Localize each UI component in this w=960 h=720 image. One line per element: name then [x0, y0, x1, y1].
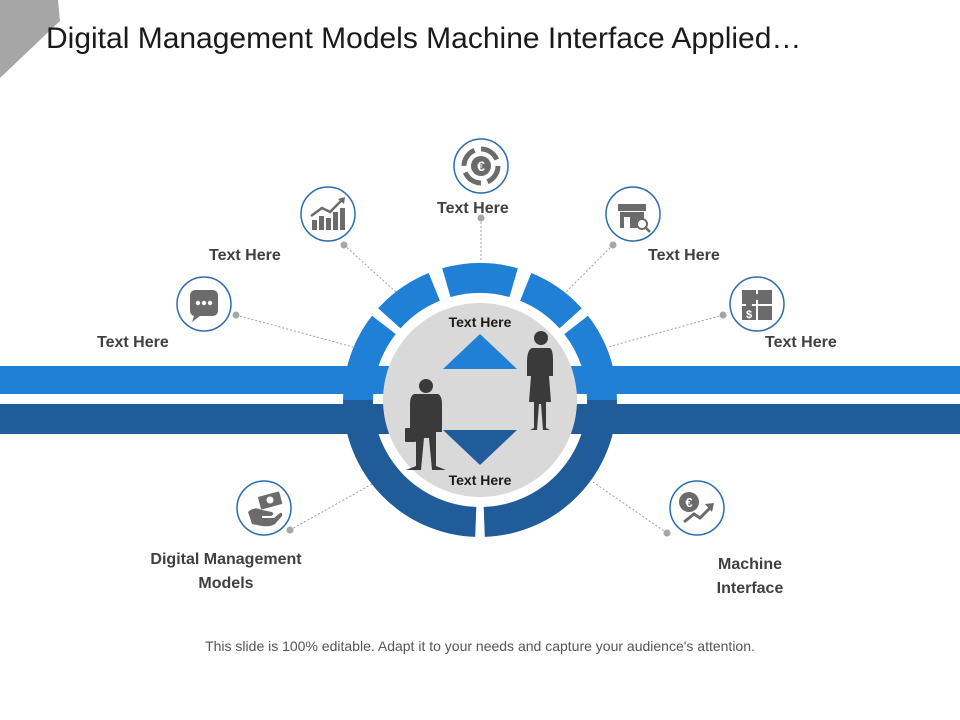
connector-line — [235, 314, 354, 348]
item-label-left: Text Here — [97, 334, 169, 351]
item-label-upper-right: Text Here — [648, 247, 720, 264]
puzzle-dollar-icon: $ — [729, 276, 785, 332]
page-title: Digital Management Models Machine Interf… — [46, 22, 802, 55]
ring-segment-bottom-left — [343, 400, 477, 537]
svg-text:€: € — [477, 158, 485, 174]
businessman-icon — [405, 379, 446, 470]
item-label-top: Text Here — [437, 200, 509, 217]
svg-text:€: € — [685, 495, 692, 510]
connector-dot — [719, 311, 727, 319]
item-label-digital-management-models: Digital Management Models — [150, 551, 302, 592]
ring-segment-top-left-outer — [564, 315, 617, 400]
shop-search-icon — [605, 186, 661, 242]
ring-segment-top-right — [378, 273, 440, 329]
corner-decoration — [0, 0, 82, 78]
ring-segment-top-right-outer — [343, 315, 396, 400]
connector-line — [589, 479, 668, 534]
connector-dot — [663, 529, 671, 537]
ring-segment-top-left — [520, 273, 582, 329]
item-label-machine-interface: Machine Interface — [716, 556, 784, 597]
down-arrow — [443, 430, 517, 465]
connector-dot — [609, 241, 617, 249]
euro-growth-icon: € — [669, 480, 725, 536]
ring-segment-bottom-right — [483, 400, 617, 537]
hand-money-icon — [236, 480, 292, 536]
center-top-label: Text Here — [448, 314, 512, 330]
svg-text:$: $ — [746, 309, 752, 321]
connector-dot — [232, 311, 240, 319]
chat-bubble-icon — [176, 276, 232, 332]
bar-chart-trend-icon — [300, 186, 356, 242]
connector-line — [565, 244, 614, 293]
connector-dot — [286, 526, 294, 534]
euro-cycle-icon: € — [453, 138, 509, 194]
ring-segment-top — [442, 262, 518, 298]
up-arrow — [443, 334, 517, 369]
center-bottom-label: Text Here — [448, 472, 512, 488]
connector-dot — [477, 214, 485, 222]
footer-note: This slide is 100% editable. Adapt it to… — [205, 638, 755, 654]
item-label-right: Text Here — [765, 334, 837, 351]
connector-lines — [232, 214, 727, 537]
businesswoman-icon — [527, 331, 553, 430]
connector-line — [343, 244, 397, 293]
connector-line — [607, 314, 724, 348]
connector-dot — [340, 241, 348, 249]
connector-line — [289, 483, 373, 531]
item-label-upper-left: Text Here — [209, 247, 281, 264]
